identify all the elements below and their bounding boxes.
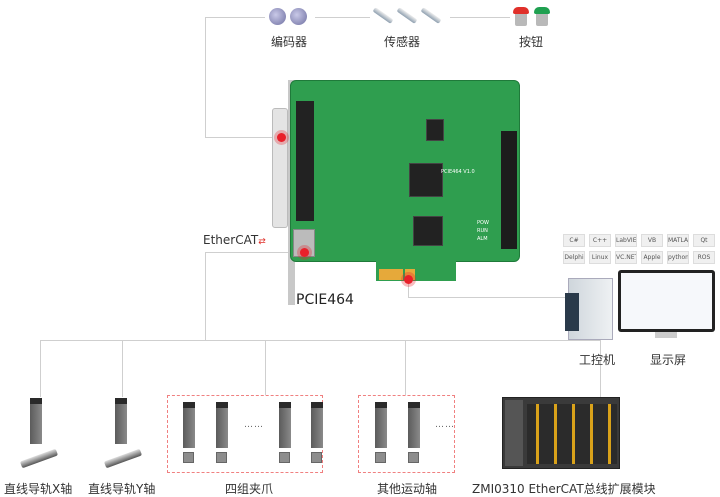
pcie-finger [405, 269, 415, 280]
drop-zmi [600, 340, 601, 397]
encoder-label: 编码器 [271, 35, 308, 49]
encoder-icon [290, 8, 307, 25]
cpp-icon: C++ [589, 234, 611, 247]
fpga-chip [409, 163, 443, 197]
led-run: RUN [477, 228, 488, 234]
servo-drive-y [115, 398, 127, 444]
vb-icon: VB [641, 234, 663, 247]
led-alm: ALM [477, 236, 488, 242]
motor [375, 452, 386, 463]
ipc-label: 工控机 [579, 353, 616, 367]
status-leds: POW RUN ALM [477, 219, 489, 243]
monitor-screen [621, 273, 712, 329]
monitor-stand [655, 332, 677, 338]
apple-icon: Apple [641, 251, 663, 264]
encoder-group [265, 5, 315, 29]
motor [311, 452, 322, 463]
ethercat-line-down [205, 252, 206, 340]
motor [216, 452, 227, 463]
labview-icon: LabVIEW [615, 234, 637, 247]
pcie-edge [376, 261, 456, 281]
card-silkscreen: PCIE464 V1.0 [441, 169, 475, 175]
pcie-card: PCIE464 V1.0 POW RUN ALM [290, 80, 520, 262]
card-model-label: PCIE464 [296, 292, 354, 308]
ipc-fan [565, 293, 579, 331]
io-connector-marker [277, 133, 286, 142]
memory-chip [426, 119, 444, 141]
servo-drive [183, 402, 195, 448]
ethernet-coupler [505, 400, 523, 466]
sensor-icon [396, 7, 418, 24]
axis-y-label: 直线导轨Y轴 [88, 482, 156, 496]
ethercat-line [205, 252, 305, 253]
monitor-label: 显示屏 [650, 353, 687, 367]
button-label: 按钮 [519, 35, 544, 49]
linear-rail-y [103, 448, 143, 469]
drop-x [40, 340, 41, 397]
vcnet-icon: VC.NET [615, 251, 637, 264]
sensor-icon [372, 7, 394, 24]
encoder-icon [269, 8, 286, 25]
pcie-line-down [408, 279, 409, 298]
ethercat-logo: EtherCAT⇄ [203, 233, 266, 247]
matlab-icon: MATLAB [667, 234, 689, 247]
servo-drive [311, 402, 323, 448]
ipc-image [565, 278, 613, 340]
zmi-label: ZMI0310 EtherCAT总线扩展模块 [472, 482, 656, 496]
pcie-line [408, 297, 570, 298]
other-axes-group [358, 395, 455, 473]
drop-y [122, 340, 123, 397]
led-pow: POW [477, 220, 489, 226]
io-line-to-card [205, 137, 281, 138]
pcie-marker [404, 275, 413, 284]
monitor-image [618, 270, 715, 332]
servo-drive [408, 402, 420, 448]
motor [408, 452, 419, 463]
io-header [296, 101, 314, 221]
software-grid: C# C++ LabVIEW VB MATLAB Qt Delphi Linux… [563, 234, 717, 266]
gripper-label: 四组夹爪 [225, 482, 274, 496]
ros-icon: ROS [693, 251, 715, 264]
sensor-label: 传感器 [384, 35, 421, 49]
motor [279, 452, 290, 463]
linear-rail-x [19, 448, 59, 469]
drop-other [405, 340, 406, 395]
db-connector [272, 108, 288, 228]
green-button-icon [534, 7, 550, 26]
io-terminals [527, 404, 617, 464]
zmi0310-module [502, 397, 620, 469]
other-axes-label: 其他运动轴 [377, 482, 438, 496]
sensor-group [370, 3, 450, 29]
linux-icon: Linux [589, 251, 611, 264]
servo-drive [375, 402, 387, 448]
sensor-icon [420, 7, 442, 24]
cpu-chip [413, 216, 443, 246]
motor [183, 452, 194, 463]
bus-line [40, 340, 600, 341]
ellipsis: …… [244, 420, 264, 430]
csharp-icon: C# [563, 234, 585, 247]
drop-grippers [265, 340, 266, 395]
delphi-icon: Delphi [563, 251, 585, 264]
ellipsis: …… [435, 420, 455, 430]
ethercat-port-marker [300, 248, 309, 257]
ribbon-header [501, 131, 517, 249]
button-group [510, 2, 555, 30]
io-line-top [205, 17, 510, 18]
servo-drive [216, 402, 228, 448]
io-line-left [205, 17, 206, 138]
servo-drive-x [30, 398, 42, 444]
servo-drive [279, 402, 291, 448]
axis-x-label: 直线导轨X轴 [4, 482, 73, 496]
qt-icon: Qt [693, 234, 715, 247]
python-icon: python [667, 251, 689, 264]
red-button-icon [513, 7, 529, 26]
pcie-finger [379, 269, 403, 280]
